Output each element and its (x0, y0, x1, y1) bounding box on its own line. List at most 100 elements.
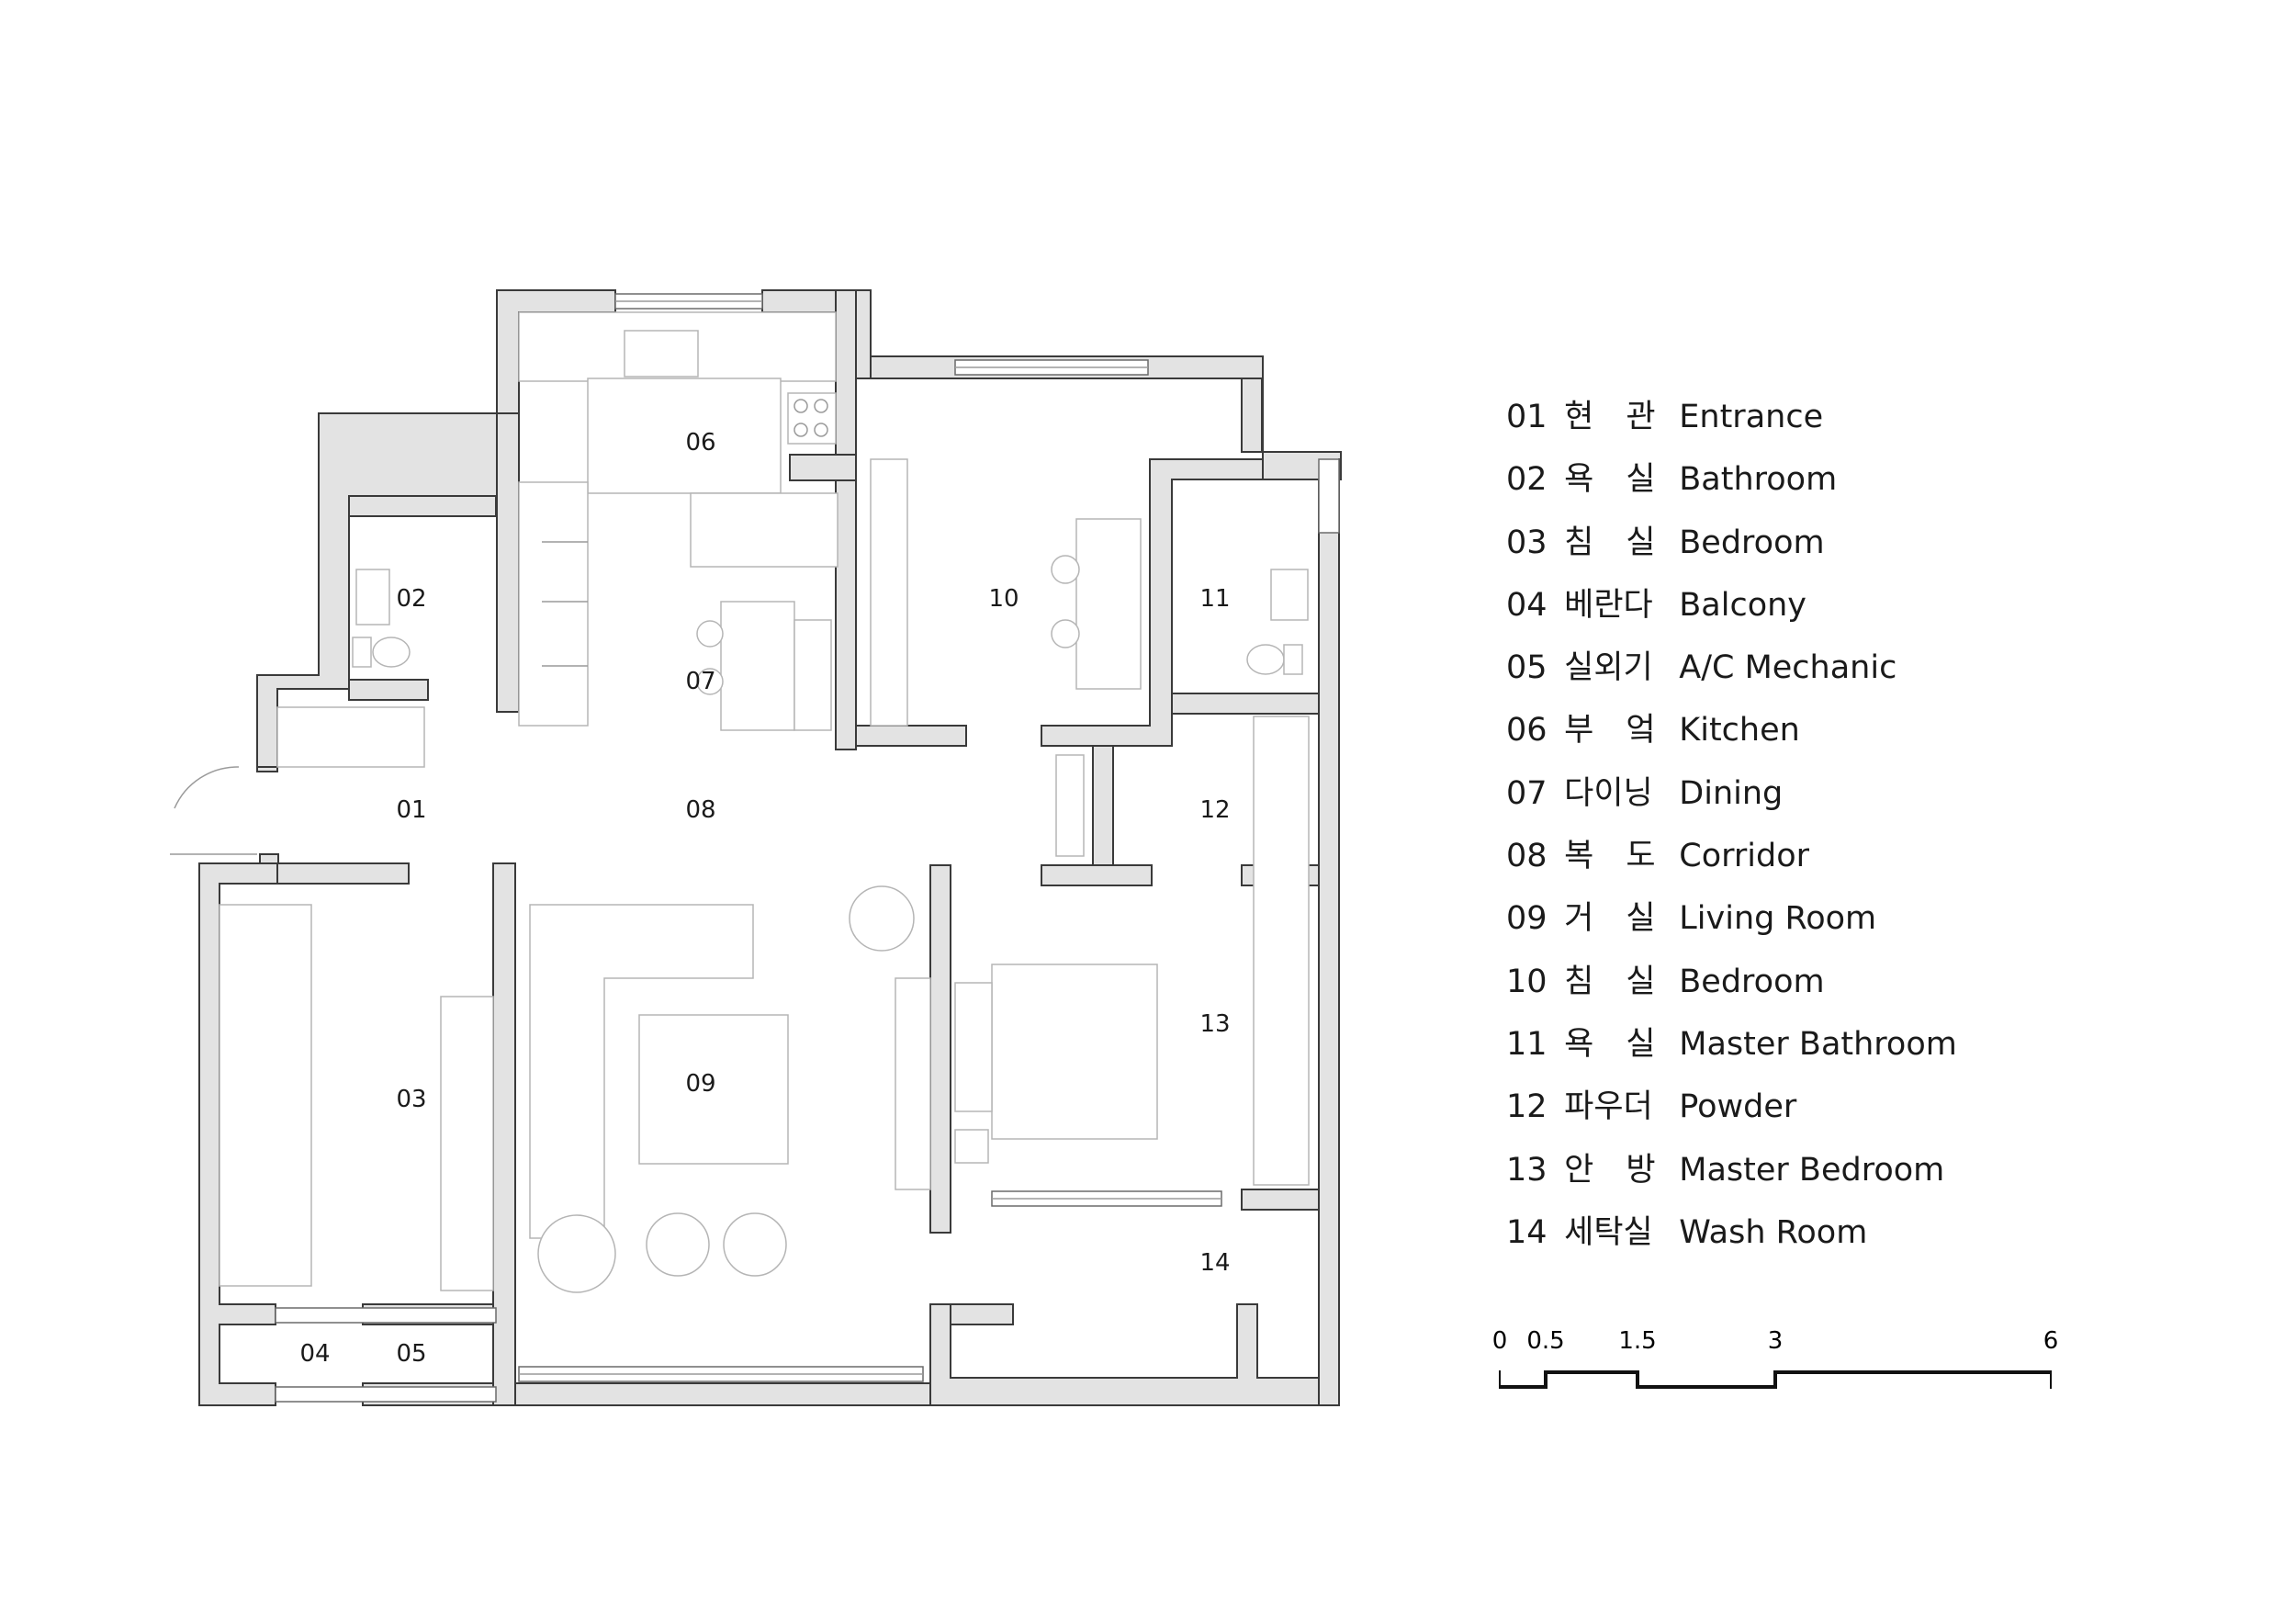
room-label-09: 09 (685, 1070, 715, 1098)
room-label-11: 11 (1199, 585, 1230, 613)
legend-english: Kitchen (1679, 712, 1800, 750)
legend-english: A/C Mechanic (1679, 649, 1897, 687)
legend-number: 01 (1506, 399, 1548, 435)
dining-table (720, 601, 795, 731)
legend-korean: 거 실 (1564, 900, 1656, 938)
legend-number: 10 (1506, 963, 1548, 1000)
cooktop-icon (787, 392, 837, 445)
wardrobe-bedroom10 (870, 458, 908, 727)
sofa-l (529, 904, 754, 1239)
master-wardrobe (1253, 716, 1310, 1186)
legend-korean: 다이닝 (1564, 774, 1653, 812)
room-label-13: 13 (1199, 1010, 1230, 1038)
legend-english: Bedroom (1679, 524, 1825, 561)
wall-kitchen-stub (789, 454, 857, 481)
legend-number: 09 (1506, 900, 1548, 938)
legend-item: 07 다이닝 Dining (1506, 762, 2204, 825)
room-label-08: 08 (685, 796, 715, 824)
legend-english: Corridor (1679, 838, 1810, 875)
master-bed (991, 964, 1158, 1140)
armchair-left (646, 1212, 710, 1277)
wall-bathroom-north (348, 495, 497, 517)
legend-item: 03 침 실 Bedroom (1506, 512, 2204, 574)
legend-number: 03 (1506, 524, 1548, 561)
legend-item: 13 안 방 Master Bedroom (1506, 1139, 2204, 1201)
room-label-04: 04 (299, 1340, 330, 1368)
legend-english: Dining (1679, 774, 1784, 812)
legend-item: 04 베란다 Balcony (1506, 574, 2204, 637)
wall-bedroom10-south (855, 725, 967, 747)
legend-korean: 베란다 (1564, 586, 1653, 624)
legend-item: 14 세탁실 Wash Room (1506, 1201, 2204, 1264)
wall-bedroom10-ne (1241, 378, 1263, 453)
room-label-03: 03 (396, 1086, 426, 1113)
legend-korean: 침 실 (1564, 524, 1656, 561)
window-masterbath (1318, 458, 1340, 534)
desk-bedroom10 (1075, 518, 1142, 690)
legend-korean: 안 방 (1564, 1151, 1656, 1189)
legend-korean: 욕 실 (1564, 461, 1656, 499)
wall-bathroom-south (348, 679, 429, 701)
bed-bedroom03 (219, 904, 312, 1287)
room-label-01: 01 (396, 796, 426, 824)
toilet-icon-11 (1246, 644, 1285, 675)
tv-console (895, 977, 931, 1190)
dining-bench (793, 619, 832, 731)
plant-icon (849, 885, 915, 952)
wall-masterbed-south (1241, 1189, 1320, 1211)
wall-bathroom-east (496, 412, 520, 713)
legend-item: 06 부 엌 Kitchen (1506, 699, 2204, 761)
rug-plant-icon (537, 1214, 616, 1293)
wall-bedroom10-southeast (1041, 458, 1342, 747)
scale-tick-1.5: 1.5 (1618, 1327, 1656, 1355)
legend-korean: 실외기 (1564, 649, 1653, 687)
legend-number: 02 (1506, 461, 1548, 499)
room-label-05: 05 (396, 1340, 426, 1368)
legend-number: 12 (1506, 1088, 1548, 1126)
legend-english: Entrance (1679, 399, 1824, 435)
legend-english: Living Room (1679, 900, 1877, 938)
scale-tick-0: 0 (1492, 1327, 1508, 1355)
legend-korean: 욕 실 (1564, 1025, 1656, 1063)
room-labels: 01 02 03 04 05 06 07 08 09 10 11 12 13 1… (299, 429, 1230, 1368)
room-label-10: 10 (988, 585, 1019, 613)
legend-number: 04 (1506, 586, 1548, 624)
legend-english: Bedroom (1679, 963, 1825, 1000)
wall-entrance-left (256, 766, 278, 772)
window-balcony-north (275, 1307, 497, 1324)
scale-tick-0.5: 0.5 (1526, 1327, 1564, 1355)
legend-korean: 현 관 (1564, 399, 1656, 435)
scale-bar: 0 0.5 1.5 3 6 (1492, 1327, 2059, 1389)
room-label-12: 12 (1199, 796, 1230, 824)
legend-english: Bathroom (1679, 461, 1838, 499)
windows (275, 293, 1340, 1403)
washbasin-icon (355, 569, 390, 626)
entrance-shoe-cabinet (276, 706, 425, 768)
wall-wash (929, 1303, 1320, 1406)
wall-east-outer (1262, 451, 1342, 1406)
powder-vanity (1055, 754, 1085, 857)
floor-plan: 01 02 03 04 05 06 07 08 09 10 11 12 13 1… (170, 289, 1342, 1406)
legend-item: 12 파우더 Powder (1506, 1076, 2204, 1138)
window-balcony-south (275, 1386, 497, 1403)
scale-bar-segments (1499, 1370, 2052, 1389)
room-label-06: 06 (685, 429, 715, 456)
legend-number: 13 (1506, 1151, 1548, 1189)
wall-kitchen-east (835, 289, 857, 750)
wall-living-south (514, 1382, 931, 1406)
legend-number: 08 (1506, 838, 1548, 875)
armchair-right (723, 1212, 787, 1277)
wardrobe-bedroom03 (440, 996, 494, 1291)
coffee-table (638, 1014, 789, 1165)
legend-item: 10 침 실 Bedroom (1506, 951, 2204, 1013)
room-label-07: 07 (685, 668, 715, 695)
toilet-icon (372, 637, 411, 668)
scale-tick-6: 6 (2043, 1327, 2059, 1355)
legend-number: 05 (1506, 649, 1548, 687)
legend-korean: 복 도 (1564, 838, 1656, 875)
kitchen-island (587, 378, 782, 494)
room-legend: 01 현 관 Entrance 02 욕 실 Bathroom 03 침 실 B… (1506, 386, 2204, 1264)
room-label-02: 02 (396, 585, 426, 613)
wall-living-west (492, 862, 516, 1406)
wall-entrance-stub (259, 853, 279, 864)
